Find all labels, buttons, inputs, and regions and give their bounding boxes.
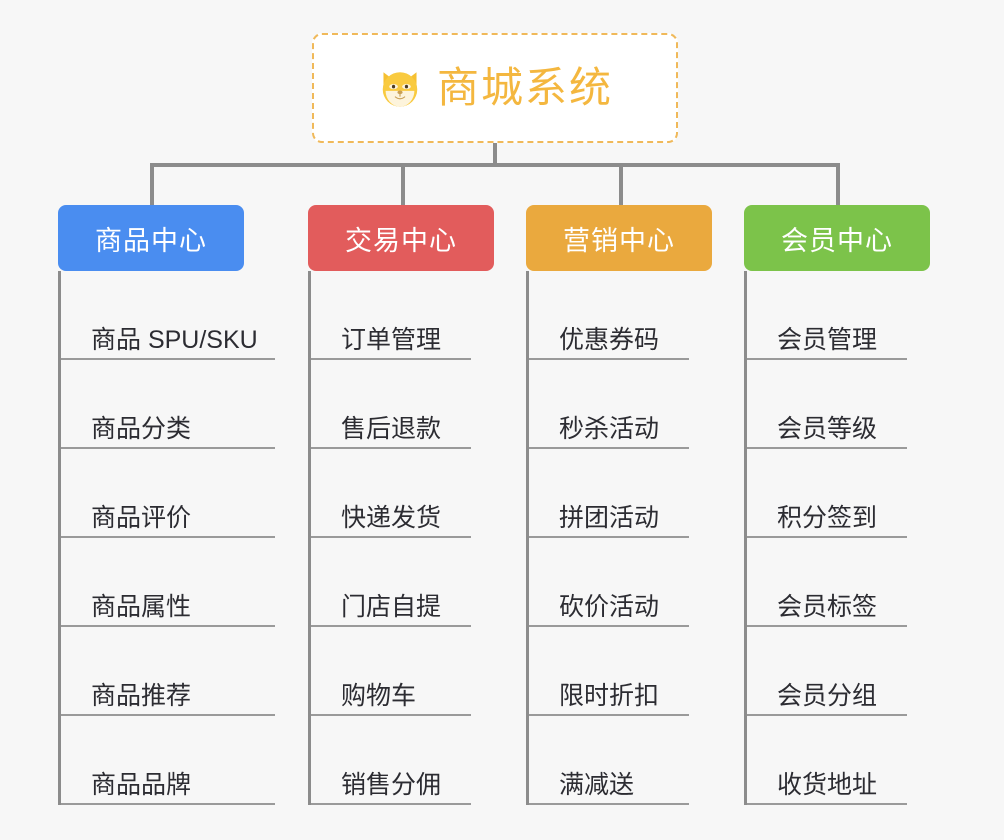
leaf-item[interactable]: 购物车 (311, 627, 471, 716)
leaf-item[interactable]: 会员管理 (747, 271, 907, 360)
leaf-label: 销售分佣 (341, 770, 442, 799)
leaf-list-1: 订单管理 售后退款 快递发货 门店自提 购物车 销售分佣 (308, 271, 508, 805)
connector-drop-2 (619, 163, 623, 207)
leaf-item[interactable]: 积分签到 (747, 449, 907, 538)
leaf-label: 会员分组 (777, 681, 878, 710)
leaf-item[interactable]: 门店自提 (311, 538, 471, 627)
category-header-2[interactable]: 营销中心 (526, 205, 712, 271)
leaf-item[interactable]: 会员标签 (747, 538, 907, 627)
leaf-list-0: 商品 SPU/SKU 商品分类 商品评价 商品属性 商品推荐 商品品牌 (58, 271, 288, 805)
leaf-item[interactable]: 砍价活动 (529, 538, 689, 627)
leaf-label: 购物车 (341, 681, 417, 710)
leaf-item[interactable]: 商品品牌 (61, 716, 275, 805)
leaf-label: 售后退款 (341, 414, 442, 443)
leaf-label: 拼团活动 (559, 503, 660, 532)
leaf-label: 商品属性 (91, 592, 192, 621)
branch-column-3: 会员中心 会员管理 会员等级 积分签到 会员标签 会员分组 收货地址 (744, 205, 944, 805)
branch-column-0: 商品中心 商品 SPU/SKU 商品分类 商品评价 商品属性 商品推荐 商品品牌 (58, 205, 288, 805)
leaf-item[interactable]: 快递发货 (311, 449, 471, 538)
connector-drop-3 (836, 163, 840, 207)
leaf-label: 限时折扣 (559, 681, 660, 710)
connector-drop-0 (150, 163, 154, 207)
leaf-label: 会员管理 (777, 325, 878, 354)
branch-column-2: 营销中心 优惠券码 秒杀活动 拼团活动 砍价活动 限时折扣 满减送 (526, 205, 726, 805)
connector-root-stem (493, 143, 497, 167)
leaf-label: 订单管理 (341, 325, 442, 354)
leaf-item[interactable]: 销售分佣 (311, 716, 471, 805)
leaf-label: 商品评价 (91, 503, 192, 532)
category-title-3: 会员中心 (781, 225, 893, 256)
category-title-0: 商品中心 (95, 225, 207, 256)
leaf-item[interactable]: 订单管理 (311, 271, 471, 360)
leaf-item[interactable]: 售后退款 (311, 360, 471, 449)
category-title-1: 交易中心 (345, 225, 457, 256)
leaf-label: 商品品牌 (91, 770, 192, 799)
leaf-label: 商品分类 (91, 414, 192, 443)
leaf-label: 满减送 (559, 770, 635, 799)
leaf-item[interactable]: 满减送 (529, 716, 689, 805)
leaf-item[interactable]: 拼团活动 (529, 449, 689, 538)
leaf-item[interactable]: 优惠券码 (529, 271, 689, 360)
leaf-label: 会员标签 (777, 592, 878, 621)
leaf-item[interactable]: 会员等级 (747, 360, 907, 449)
dog-face-icon (382, 72, 418, 107)
leaf-item[interactable]: 会员分组 (747, 627, 907, 716)
root-node[interactable]: 商城系统 (312, 33, 678, 143)
category-header-1[interactable]: 交易中心 (308, 205, 494, 271)
root-title: 商城系统 (436, 64, 613, 111)
category-header-0[interactable]: 商品中心 (58, 205, 244, 271)
category-title-2: 营销中心 (563, 225, 675, 256)
branch-column-1: 交易中心 订单管理 售后退款 快递发货 门店自提 购物车 销售分佣 (308, 205, 508, 805)
leaf-item[interactable]: 收货地址 (747, 716, 907, 805)
leaf-label: 砍价活动 (559, 592, 660, 621)
leaf-list-3: 会员管理 会员等级 积分签到 会员标签 会员分组 收货地址 (744, 271, 944, 805)
leaf-item[interactable]: 商品分类 (61, 360, 275, 449)
leaf-list-2: 优惠券码 秒杀活动 拼团活动 砍价活动 限时折扣 满减送 (526, 271, 726, 805)
leaf-label: 积分签到 (777, 503, 878, 532)
leaf-label: 优惠券码 (559, 325, 660, 354)
connector-horizontal-bus (150, 163, 840, 167)
category-header-3[interactable]: 会员中心 (744, 205, 930, 271)
leaf-item[interactable]: 商品属性 (61, 538, 275, 627)
connector-drop-1 (401, 163, 405, 207)
leaf-label: 收货地址 (777, 770, 878, 799)
leaf-item[interactable]: 商品 SPU/SKU (61, 271, 275, 360)
leaf-label: 门店自提 (341, 592, 442, 621)
leaf-label: 商品 SPU/SKU (91, 325, 258, 354)
leaf-label: 秒杀活动 (559, 414, 660, 443)
leaf-item[interactable]: 秒杀活动 (529, 360, 689, 449)
leaf-label: 会员等级 (777, 414, 878, 443)
leaf-label: 商品推荐 (91, 681, 192, 710)
leaf-item[interactable]: 限时折扣 (529, 627, 689, 716)
leaf-item[interactable]: 商品推荐 (61, 627, 275, 716)
leaf-label: 快递发货 (341, 503, 442, 532)
leaf-item[interactable]: 商品评价 (61, 449, 275, 538)
